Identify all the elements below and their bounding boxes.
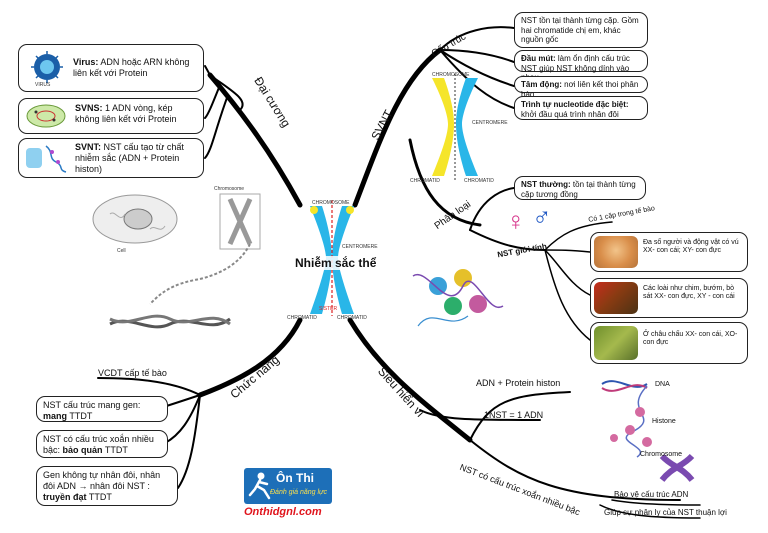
svnt-label-bold: SVNT: xyxy=(75,142,102,152)
center-centromere-label: CENTROMERE xyxy=(342,244,378,250)
svns-text: 1 ADN vòng, kép không liên kết với Prote… xyxy=(75,103,177,124)
center-chromatid-right-label: CHROMATID xyxy=(337,315,367,321)
prokaryote-cell-icon xyxy=(26,104,66,128)
logo-url: Onthidgnl.com xyxy=(244,506,322,518)
dai-cuong-virus-box: VIRUS Virus: ADN hoặc ARN không liên kết… xyxy=(18,44,204,92)
left-image-cell-label: Cell xyxy=(117,248,126,254)
virus-icon xyxy=(31,51,63,83)
cau-truc-item-3: Tâm động: nơi liên kết thoi phân bào xyxy=(514,76,648,99)
chuc-nang-item-3: Gen không tự nhân đôi, nhân đôi ADN → nh… xyxy=(36,466,178,506)
logo-badge: Ôn Thi Đánh giá năng lực xyxy=(244,468,332,504)
tam-dong-text: nơi liên kết thoi phân bào xyxy=(521,80,639,99)
dog-icon xyxy=(594,236,638,268)
svnt-text: NST cấu tạo từ chất nhiễm sắc (ADN + Pro… xyxy=(75,142,184,174)
chuc-nang-item-2-bold: bảo quản xyxy=(62,444,103,455)
virus-text: ADN hoặc ARN không liên kết với Protein xyxy=(73,57,190,78)
chuc-nang-item-3-suffix: TTDT xyxy=(86,491,112,502)
nucleosome-illustration xyxy=(412,269,504,327)
cell-to-dna-illustration xyxy=(92,193,261,329)
chuc-nang-item-1: NST cấu trúc mang gen: mang TTDT xyxy=(36,396,168,422)
cau-truc-item-1: NST tồn tại thành từng cặp. Gồm hai chro… xyxy=(514,12,648,48)
nst-thuong-box: NST thường: tồn tại thành từng cặp tương… xyxy=(514,176,646,200)
chuc-nang-item-2: NST có cấu trúc xoắn nhiều bậc: bảo quản… xyxy=(36,430,168,458)
chromosome-label: Chromosome xyxy=(640,451,683,458)
dna-label: DNA xyxy=(655,381,670,388)
cau-truc-chromatid-left-label: CHROMATID xyxy=(410,178,440,184)
center-chromatid-left-label: CHROMATID xyxy=(287,315,317,321)
cau-truc-chromatid-right-label: CHROMATID xyxy=(464,178,494,184)
bao-ve-label: Bảo vệ cấu trúc ADN xyxy=(614,490,689,499)
chuc-nang-item-2-text: NST có cấu trúc xoắn nhiều bậc: xyxy=(43,434,154,455)
cau-truc-chromosome-image xyxy=(432,74,478,180)
vcdt-label: VCDT cấp tế bào xyxy=(98,368,167,378)
chuc-nang-item-3-text: Gen không tự nhân đôi, nhân đôi ADN → nh… xyxy=(43,470,161,491)
chuc-nang-item-2-suffix: TTDT xyxy=(102,444,128,455)
eukaryote-chromatin-icon xyxy=(26,145,67,173)
nst-adn-label: 1NST = 1 ADN xyxy=(484,410,544,420)
adn-protein-label: ADN + Protein histon xyxy=(476,378,561,388)
virus-caption: VIRUS xyxy=(35,82,51,88)
virus-label-bold: Virus: xyxy=(73,57,99,67)
center-title: Nhiễm sắc thể xyxy=(293,256,379,270)
tam-dong-bold: Tâm động: xyxy=(521,80,562,89)
dna-histone-chromosome-illustration xyxy=(601,380,695,482)
grasshopper-icon xyxy=(594,326,638,360)
male-icon: ♂ xyxy=(532,202,552,232)
chuc-nang-item-1-text: NST cấu trúc mang gen: xyxy=(43,400,141,410)
rooster-icon xyxy=(594,282,638,314)
chuc-nang-item-1-suffix: TTDT xyxy=(67,410,93,421)
dai-cuong-svns-box: SVNS: 1 ADN vòng, kép không liên kết với… xyxy=(18,98,204,134)
nst-thuong-bold: NST thường: xyxy=(521,180,571,189)
left-image-chromosome-label: Chromosome xyxy=(214,186,245,192)
dai-cuong-svnt-box: SVNT: NST cấu tạo từ chất nhiễm sắc (ADN… xyxy=(18,138,204,178)
trinh-tu-bold: Trình tự nucleotide đặc biệt: xyxy=(521,100,629,109)
histone-label: Histone xyxy=(652,418,676,425)
center-chromosome-label: CHROMOSOME xyxy=(312,200,350,206)
center-sister-label: SISTER xyxy=(319,306,338,312)
cau-truc-item-4: Trình tự nucleotide đặc biệt: khởi đầu q… xyxy=(514,96,648,120)
cau-truc-centromere-label: CENTROMERE xyxy=(472,120,508,126)
dau-mut-bold: Đầu mút: xyxy=(521,54,556,63)
logo-subtitle: Đánh giá năng lực xyxy=(270,489,327,496)
logo-title: Ôn Thi xyxy=(276,471,314,485)
cau-truc-item-2: Đầu mút: làm ổn định cấu trúc NST giúp N… xyxy=(514,50,648,82)
runner-logo-icon xyxy=(248,472,271,500)
giup-phan-ly-label: Giúp sự phân ly của NST thuận lợi xyxy=(604,508,727,517)
cau-truc-chromosome-label: CHROMOSOME xyxy=(432,72,470,78)
chuc-nang-item-1-bold: mang xyxy=(43,410,68,421)
trinh-tu-text: khởi đầu quá trình nhân đôi xyxy=(521,109,619,119)
female-icon: ♀ xyxy=(506,206,526,236)
chuc-nang-item-3-bold: truyền đạt xyxy=(43,491,87,502)
svns-label-bold: SVNS: xyxy=(75,103,103,113)
nst-thuong-text: tồn tại thành từng cặp tương đồng xyxy=(521,180,636,199)
